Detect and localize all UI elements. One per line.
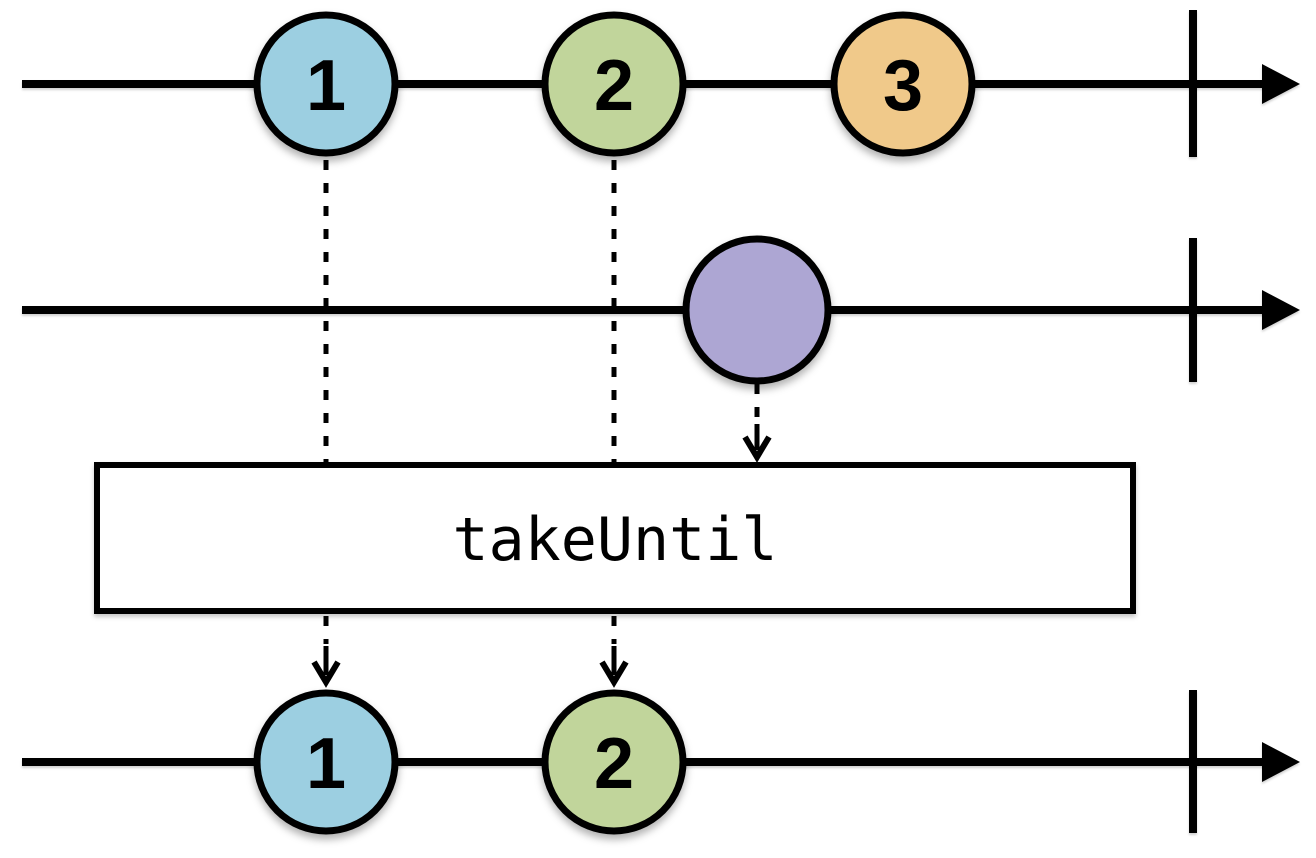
notifier-timeline-arrowhead-icon xyxy=(1262,290,1300,330)
operator-box xyxy=(94,462,1136,614)
result-marble-1 xyxy=(253,689,399,835)
projection-arrows-bottom xyxy=(311,616,629,688)
result-down-arrow-1-icon xyxy=(311,660,341,688)
source-marble-1 xyxy=(253,11,399,157)
operator-label: takeUntil xyxy=(452,505,777,575)
notifier-down-arrow-icon xyxy=(742,435,772,463)
result-marble-2 xyxy=(541,689,687,835)
source-marble-3-label: 3 xyxy=(883,46,923,126)
result-down-arrow-2-icon xyxy=(599,660,629,688)
notifier-projection-arrow xyxy=(742,384,772,463)
source-timeline: 1 2 3 xyxy=(22,10,1300,157)
projection-lines-top xyxy=(323,160,617,462)
source-marble-3 xyxy=(830,11,976,157)
result-marble-1-label: 1 xyxy=(306,724,346,804)
result-timeline: 1 2 xyxy=(22,689,1300,835)
source-timeline-arrowhead-icon xyxy=(1262,64,1300,104)
notifier-timeline xyxy=(22,235,1300,385)
operator-box-group: takeUntil xyxy=(94,462,1136,614)
notifier-marble xyxy=(682,235,832,385)
source-marble-2-label: 2 xyxy=(594,46,634,126)
source-marble-2 xyxy=(541,11,687,157)
result-timeline-arrowhead-icon xyxy=(1262,742,1300,782)
result-marble-2-label: 2 xyxy=(594,724,634,804)
source-marble-1-label: 1 xyxy=(306,46,346,126)
